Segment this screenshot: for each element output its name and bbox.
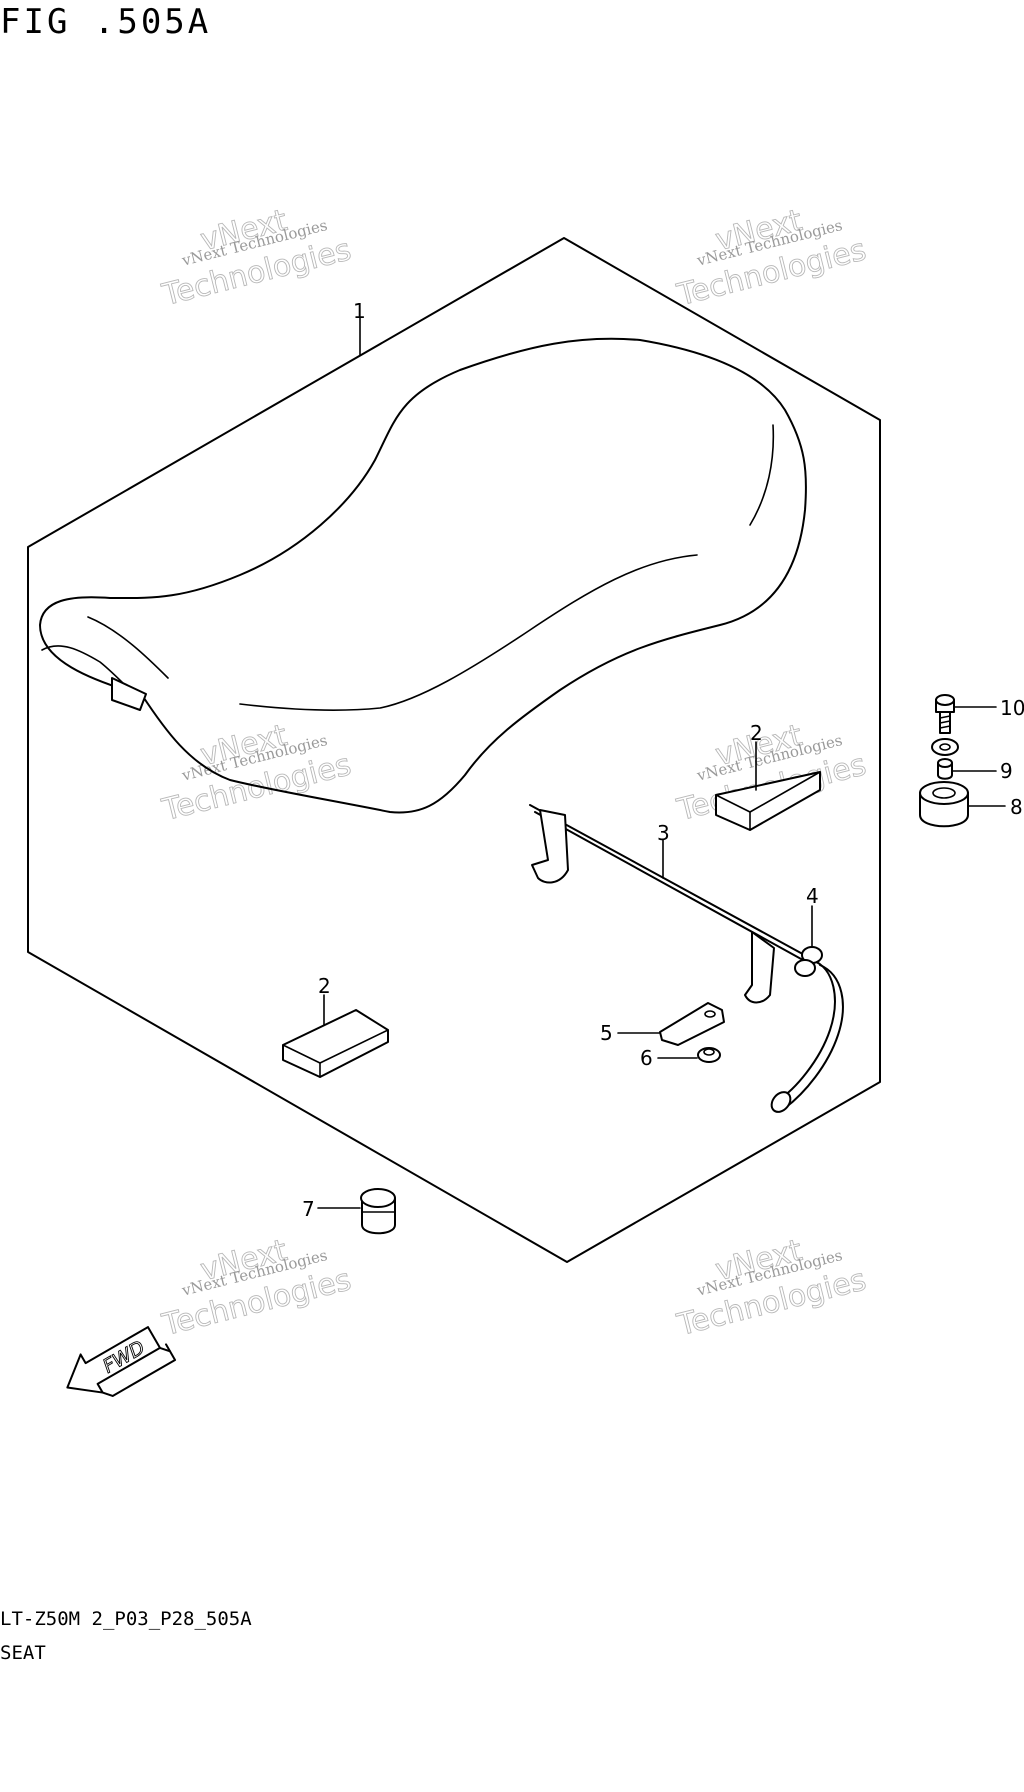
seat-part	[39, 337, 807, 814]
drawing-code: LT-Z50M 2_P03_P28_505A	[0, 1608, 252, 1630]
figure-title: FIG .505A	[0, 2, 212, 42]
section-name: SEAT	[0, 1642, 46, 1664]
callout-10: 10	[953, 696, 1024, 720]
callout-2-right: 2	[750, 721, 763, 791]
callout-5: 5	[600, 1021, 661, 1045]
svg-text:5: 5	[600, 1021, 613, 1045]
pad-right-part	[715, 771, 821, 831]
assembly-outline	[27, 237, 881, 1263]
callout-4: 4	[806, 884, 819, 948]
watermark-top-right: vNext vNext Technologies Technologies	[673, 203, 870, 314]
cushion-part	[360, 1188, 396, 1235]
callout-9: 9	[952, 759, 1013, 783]
callout-7: 7	[302, 1197, 361, 1221]
svg-text:2: 2	[318, 974, 331, 998]
lock-rod-part	[529, 804, 844, 1113]
fwd-arrow-icon: FWD	[66, 1326, 177, 1397]
svg-text:6: 6	[640, 1046, 653, 1070]
watermark-mid-left: vNext vNext Technologies Technologies	[158, 718, 355, 829]
bolt-part	[935, 694, 955, 734]
clip-part	[794, 946, 823, 977]
callout-3: 3	[657, 821, 670, 879]
washer-part	[931, 738, 959, 780]
svg-text:2: 2	[750, 721, 763, 745]
svg-text:9: 9	[1000, 759, 1013, 783]
pad-left-part	[282, 1009, 389, 1078]
nut-part	[697, 1047, 721, 1063]
watermark-bottom-left: vNext vNext Technologies Technologies	[158, 1233, 355, 1344]
callout-6: 6	[640, 1046, 698, 1070]
svg-text:1: 1	[353, 299, 366, 323]
svg-text:3: 3	[657, 821, 670, 845]
svg-text:10: 10	[1000, 696, 1024, 720]
watermark-bottom-right: vNext vNext Technologies Technologies	[673, 1233, 870, 1344]
spacer-part	[919, 781, 969, 828]
plate-part	[659, 1002, 725, 1046]
svg-text:7: 7	[302, 1197, 315, 1221]
callout-2-left: 2	[318, 974, 331, 1026]
callout-8: 8	[967, 795, 1023, 819]
watermark-top-left: vNext vNext Technologies Technologies	[158, 203, 355, 314]
callout-1: 1	[353, 299, 366, 356]
svg-text:8: 8	[1010, 795, 1023, 819]
svg-text:4: 4	[806, 884, 819, 908]
